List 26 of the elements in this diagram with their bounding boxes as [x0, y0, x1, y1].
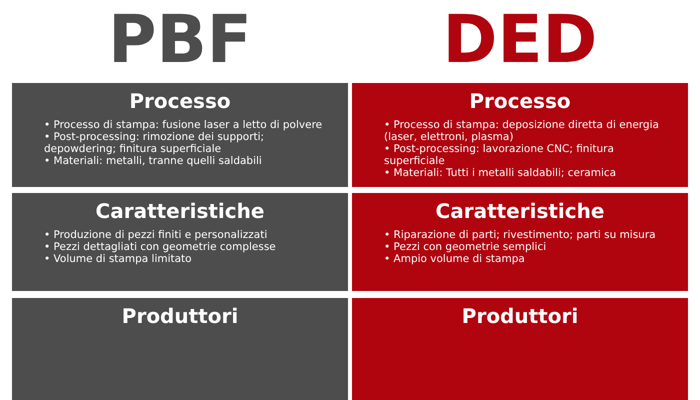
bullet-item: • Ampio volume di stampa — [384, 253, 526, 265]
bullet-item: • Post-processing: rimozione dei supporti; depowdering; finitura superficiale — [44, 131, 266, 155]
bullet-item: • Pezzi dettagliati con geometrie complesse — [44, 241, 277, 253]
column-heading: DED — [442, 0, 598, 80]
bullet-item: • Volume di stampa limitato — [44, 253, 193, 265]
comparison-panel — [12, 298, 348, 400]
section-heading: Caratteristiche — [434, 199, 606, 223]
section-heading: Produttori — [120, 304, 240, 328]
comparison-panel — [12, 83, 348, 187]
bullet-item: • Post-processing: lavorazione CNC; finitura superficiale — [384, 143, 615, 167]
comparison-panel — [352, 298, 688, 400]
section-heading: Processo — [468, 89, 572, 113]
column-heading: PBF — [107, 0, 253, 80]
comparison-panel — [12, 193, 348, 291]
bullet-item: • Riparazione di parti; rivestimento; parti su misura — [384, 229, 657, 241]
section-heading: Caratteristiche — [94, 199, 266, 223]
comparison-panel — [352, 83, 688, 187]
bullet-item: • Materiali: metalli, tranne quelli saldabili — [44, 155, 263, 167]
bullet-item: • Materiali: Tutti i metalli saldabili; ceramica — [384, 167, 618, 179]
section-heading: Produttori — [460, 304, 580, 328]
bullet-item: • Produzione di pezzi finiti e personalizzati — [44, 229, 268, 241]
bullet-item: • Pezzi con geometrie semplici — [384, 241, 548, 253]
bullet-item: • Processo di stampa: fusione laser a letto di polvere — [44, 119, 324, 131]
section-heading: Processo — [128, 89, 232, 113]
bullet-item: • Processo di stampa: deposizione diretta di energia (laser, elettroni, plasma) — [384, 119, 660, 143]
comparison-panel — [352, 193, 688, 291]
